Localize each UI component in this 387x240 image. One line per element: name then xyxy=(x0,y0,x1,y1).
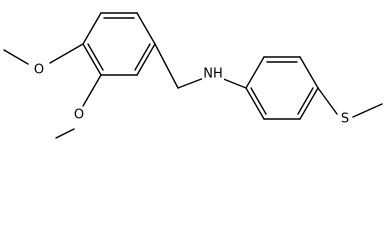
bond xyxy=(136,43,156,76)
bond-methoxy-upper xyxy=(49,43,84,64)
bond xyxy=(136,12,156,45)
molecular-structure: NH S O O xyxy=(3,12,383,139)
bond xyxy=(245,56,265,89)
bond xyxy=(299,87,319,120)
aromatic-inner-bond xyxy=(297,87,314,115)
bond-methoxy-lower xyxy=(82,74,102,107)
thioether-label: S xyxy=(341,112,349,127)
atom-nh: NH xyxy=(202,66,224,82)
atom-o-lower: O xyxy=(72,107,86,123)
methylthiophenyl-ring xyxy=(245,56,319,120)
dimethoxyphenyl-ring xyxy=(82,12,156,76)
bond-methyl-lower xyxy=(55,128,75,139)
bond-methyl-upper xyxy=(3,49,29,65)
bond xyxy=(82,43,102,76)
aromatic-inner-bond xyxy=(134,43,151,71)
bond-s-methyl xyxy=(352,103,383,118)
bond-aryl-s xyxy=(317,87,338,115)
methoxy-oxygen-lower-label: O xyxy=(74,108,84,123)
bond-benzyl xyxy=(154,43,179,89)
atom-o-upper: O xyxy=(32,62,46,78)
atom-s: S xyxy=(338,111,352,127)
bond xyxy=(299,56,319,89)
aromatic-inner-bond xyxy=(87,43,104,71)
bond xyxy=(245,87,265,120)
bond-nh-aryl xyxy=(220,77,247,89)
aromatic-inner-bond xyxy=(250,87,267,115)
methoxy-oxygen-upper-label: O xyxy=(34,63,44,78)
bond xyxy=(82,12,102,45)
amine-label: NH xyxy=(203,67,223,82)
bond-ch2-nh xyxy=(177,77,205,89)
